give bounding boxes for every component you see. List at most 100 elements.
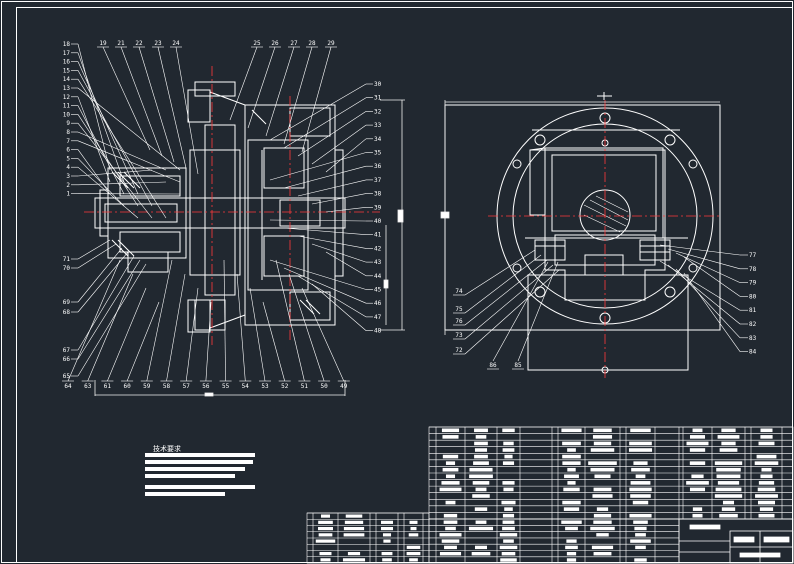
- cell-text-mark: [475, 435, 487, 439]
- cell-text-mark: [759, 507, 774, 511]
- callout-label: 49: [340, 383, 348, 390]
- leader-line: [311, 193, 367, 205]
- cell-text-mark: [562, 500, 581, 505]
- callout-label: 56: [202, 383, 210, 390]
- callout-label: 43: [374, 259, 382, 266]
- callout-label: 9: [66, 120, 70, 127]
- leader-line: [269, 259, 367, 290]
- cell-text-mark: [567, 448, 576, 452]
- leader-line: [311, 283, 367, 331]
- cell-text-mark: [596, 533, 609, 537]
- title-block: [678, 518, 794, 564]
- cell-text-mark: [409, 520, 418, 524]
- cell-text-mark: [502, 520, 515, 524]
- callout-label: 69: [63, 299, 71, 306]
- cell-text-mark: [441, 481, 460, 485]
- cell-text-mark: [475, 520, 487, 524]
- end-view-right: [444, 92, 721, 374]
- callout-label: 86: [489, 362, 497, 369]
- cell-text-mark: [320, 558, 331, 562]
- callout-label: 51: [301, 383, 309, 390]
- callout-label: 68: [63, 309, 71, 316]
- cell-text-mark: [593, 487, 612, 492]
- cell-text-mark: [566, 552, 577, 556]
- callout-label: 24: [172, 40, 180, 47]
- callout-leaders-left: [62, 43, 373, 382]
- cell-text-mark: [318, 533, 333, 537]
- callout-label: 5: [66, 155, 70, 162]
- cell-text-mark: [499, 533, 518, 537]
- cell-text-mark: [629, 487, 652, 492]
- cell-text-mark: [590, 448, 615, 452]
- callout-label: 36: [374, 163, 382, 170]
- callout-label: 22: [135, 40, 143, 47]
- cell-text-mark: [502, 526, 515, 531]
- cell-text-mark: [689, 487, 706, 492]
- callout-label: 29: [327, 40, 335, 47]
- callout-label: 44: [374, 273, 382, 280]
- cell-text-mark: [383, 539, 391, 543]
- cell-text-mark: [692, 507, 703, 511]
- cell-text-mark: [629, 513, 652, 518]
- cell-text-mark: [635, 474, 646, 479]
- callout-label: 19: [99, 40, 107, 47]
- cell-text-mark: [761, 467, 772, 472]
- callout-label: 23: [154, 40, 162, 47]
- leader-line: [175, 46, 199, 175]
- cell-text-mark: [474, 507, 488, 511]
- cell-text-mark: [474, 545, 488, 550]
- center-lines-left: [84, 66, 380, 345]
- cell-text-mark: [717, 435, 740, 439]
- leader-line: [77, 123, 153, 219]
- callout-label: 18: [63, 41, 71, 48]
- callout-label: 55: [222, 383, 230, 390]
- callout-label: 52: [281, 383, 289, 390]
- leader-line: [205, 301, 212, 382]
- callout-label: 85: [514, 362, 522, 369]
- callout-label: 31: [374, 95, 382, 102]
- leader-line: [301, 46, 332, 153]
- cell-text-mark: [445, 474, 456, 479]
- cell-text-mark: [593, 520, 612, 524]
- cell-text-mark: [592, 435, 613, 439]
- callout-label: 72: [455, 347, 463, 354]
- cell-text-mark: [564, 474, 579, 479]
- cell-text-mark: [755, 494, 778, 498]
- leader-line: [77, 114, 139, 207]
- technical-requirements: 技术要求: [145, 444, 255, 496]
- leader-line: [464, 264, 554, 340]
- cell-text-mark: [442, 435, 459, 439]
- callout-label: 27: [290, 40, 298, 47]
- leader-line: [492, 261, 549, 362]
- leader-line: [120, 46, 163, 157]
- callout-label: 75: [455, 306, 463, 313]
- callout-label: 14: [63, 76, 71, 83]
- leader-line: [126, 301, 160, 382]
- callout-label: 32: [374, 108, 382, 115]
- cell-text-mark: [445, 461, 456, 465]
- leader-line: [77, 96, 111, 183]
- cell-text-mark: [631, 467, 650, 472]
- cell-text-mark: [716, 474, 741, 479]
- cell-text-mark: [721, 441, 736, 446]
- callout-label: 15: [63, 67, 71, 74]
- cell-text-mark: [590, 526, 615, 531]
- cell-text-mark: [633, 520, 648, 524]
- cell-text-mark: [565, 545, 578, 550]
- callout-label: 67: [63, 347, 71, 354]
- cell-text-mark: [406, 552, 421, 556]
- cell-text-mark: [473, 461, 489, 465]
- cell-text-mark: [689, 435, 706, 439]
- cell-text-mark: [318, 520, 333, 524]
- leader-line: [667, 264, 741, 325]
- cell-text-mark: [318, 527, 333, 531]
- callout-label: 12: [63, 94, 71, 101]
- cell-text-mark: [629, 441, 652, 446]
- leader-line: [102, 46, 151, 151]
- callout-label: 13: [63, 85, 71, 92]
- cell-text-mark: [442, 467, 459, 472]
- callout-label: 46: [374, 300, 382, 307]
